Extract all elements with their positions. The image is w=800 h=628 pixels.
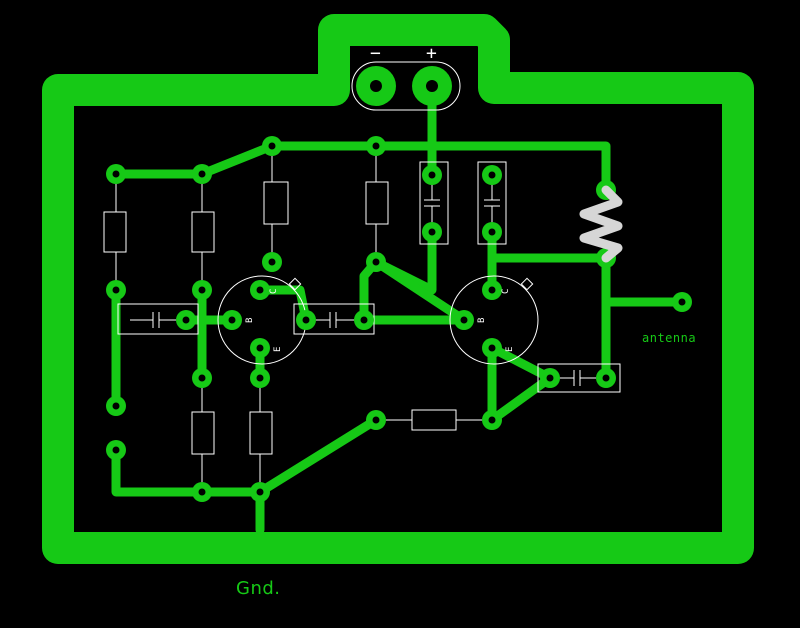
- resistor-r7: [411, 409, 457, 431]
- pad-hole-29: [112, 446, 120, 454]
- pad-hole-2: [198, 170, 206, 178]
- pad-hole-31: [488, 416, 496, 424]
- pad-hole-8: [428, 228, 436, 236]
- pad-hole-4: [372, 142, 380, 150]
- pad-hole-25: [256, 374, 264, 382]
- capacitor-c3: [419, 161, 449, 245]
- pad-hole-15: [256, 286, 264, 294]
- resistor-r6: [249, 411, 273, 455]
- resistor-r1: [103, 211, 127, 253]
- pad-hole-14: [198, 286, 206, 294]
- trace-bottom-left: [111, 445, 265, 535]
- pad-hole-9: [488, 228, 496, 236]
- ground-ring-trace: [42, 14, 754, 564]
- silkscreen-text: − + C B E C B E: [245, 43, 515, 352]
- pad-hole-30: [372, 416, 380, 424]
- capacitor-c2: [293, 303, 375, 335]
- q2-emitter-label: E: [505, 347, 515, 352]
- resistor-r2: [191, 211, 215, 253]
- pad-hole-19: [360, 316, 368, 324]
- pad-hole-34: [678, 298, 686, 306]
- battery-minus-label: −: [370, 43, 381, 64]
- transistor-q2-outline: [449, 275, 539, 365]
- pad-hole-27: [602, 374, 610, 382]
- ground-label: Gnd.: [236, 578, 281, 599]
- traces: [111, 81, 687, 535]
- resistor-r4: [365, 181, 389, 225]
- pad-hole-6: [428, 171, 436, 179]
- trace-q1-c: [255, 285, 311, 325]
- trace-top-left: [111, 141, 611, 195]
- pad-hole-33: [256, 488, 264, 496]
- q1-emitter-label: E: [273, 347, 283, 352]
- pad-hole-24: [198, 374, 206, 382]
- pad-hole-18: [302, 316, 310, 324]
- pad-hole-16: [488, 286, 496, 294]
- capacitor-c4: [477, 161, 507, 245]
- battery-plus-label: +: [426, 43, 437, 64]
- q2-collector-label: C: [501, 289, 511, 294]
- pad-hole-10: [268, 258, 276, 266]
- capacitor-c1: [117, 303, 199, 335]
- q1-collector-label: C: [269, 289, 279, 294]
- pad-hole-20: [460, 316, 468, 324]
- resistor-r3: [263, 181, 289, 225]
- pad-hole-22: [256, 344, 264, 352]
- trace-q2-e: [487, 343, 555, 425]
- pad-hole-11: [372, 258, 380, 266]
- resistor-r5: [191, 411, 215, 455]
- coil-inductor: [579, 185, 623, 263]
- capacitor-c5: [537, 363, 621, 393]
- pad-hole-13: [112, 286, 120, 294]
- pad-hole-1: [112, 170, 120, 178]
- pad-hole-23: [488, 344, 496, 352]
- pad-hole-3: [268, 142, 276, 150]
- pad-hole-7: [488, 171, 496, 179]
- pad-hole-26: [546, 374, 554, 382]
- pad-hole-32: [198, 488, 206, 496]
- antenna-label: antenna: [642, 331, 697, 345]
- pad-hole-28: [112, 402, 120, 410]
- battery-pads: [356, 66, 452, 106]
- q1-base-label: B: [245, 318, 255, 323]
- pads: [106, 136, 692, 502]
- q2-base-label: B: [477, 318, 487, 323]
- battery-connector-outline: [351, 61, 461, 111]
- pad-hole-17: [228, 316, 236, 324]
- pad-hole-21: [182, 316, 190, 324]
- trace-bottom-diag: [255, 415, 381, 497]
